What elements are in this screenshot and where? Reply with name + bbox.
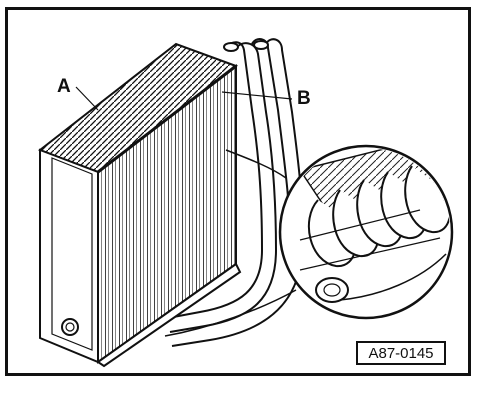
leader-line-b xyxy=(221,91,293,100)
reference-code-label: A87-0145 xyxy=(356,341,446,365)
callout-b: B xyxy=(297,88,311,109)
detail-connector xyxy=(164,149,297,337)
callout-a: A xyxy=(57,76,71,97)
magnified-detail xyxy=(278,144,454,320)
heater-core xyxy=(37,42,242,368)
leader-line-a xyxy=(75,86,99,111)
